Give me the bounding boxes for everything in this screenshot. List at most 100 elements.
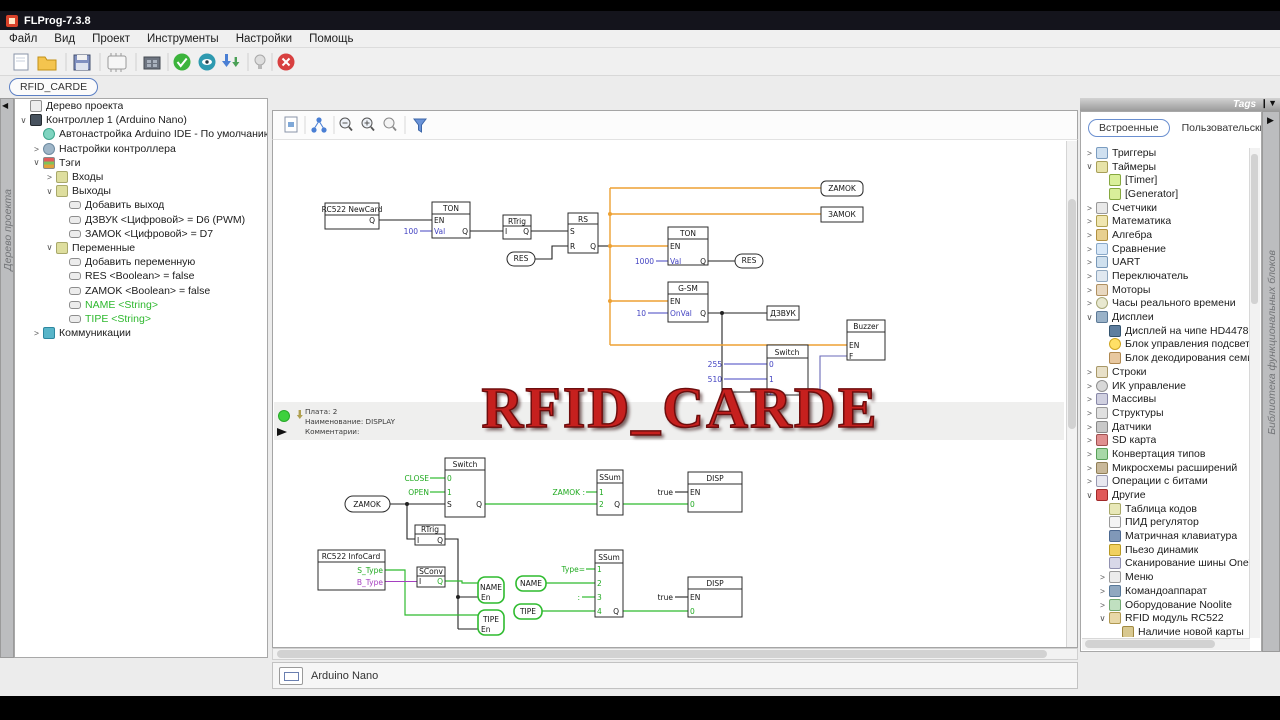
library-item[interactable]: [Generator] [1081,187,1249,201]
label-tipe-var[interactable]: TIPE [513,603,543,620]
library-item[interactable]: ПИД регулятор [1081,516,1249,530]
tree-item[interactable]: ∨ Переменные [15,241,267,255]
tags-filter-icon[interactable]: ❙▼ [1260,98,1277,108]
tree-item[interactable]: RES <Boolean> = false [15,269,267,283]
save-project-icon[interactable] [73,54,91,70]
library-horizontal-scrollbar[interactable] [1082,638,1250,650]
library-item[interactable]: > UART [1081,256,1249,270]
new-project-icon[interactable] [13,53,29,70]
canvas-horizontal-scrollbar[interactable] [272,648,1078,660]
expand-arrow-icon[interactable]: ∨ [1086,311,1093,322]
expand-arrow-icon[interactable]: > [1087,257,1092,268]
scroll-thumb[interactable] [1068,199,1076,429]
help-lamp-icon[interactable] [254,54,266,69]
block-ssum-2[interactable]: SSum 1 2 3 4 Q [594,549,624,618]
expand-arrow-icon[interactable]: ∨ [1099,612,1106,623]
filter-icon[interactable] [413,118,427,133]
expand-arrow-icon[interactable]: > [1087,271,1092,282]
library-item[interactable]: Наличие новой карты [1081,625,1249,637]
tree-item[interactable]: > Входы [15,170,267,184]
block-switch-2[interactable]: Switch 0 1 S Q [444,457,486,518]
expand-arrow-icon[interactable]: ∨ [1086,161,1093,172]
diagram-canvas[interactable] [272,110,1078,648]
expand-arrow-icon[interactable]: > [1087,147,1092,158]
library-item[interactable]: > Структуры [1081,406,1249,420]
library-item[interactable]: Дисплей на чипе HD44780 [1081,324,1249,338]
library-item[interactable]: Матричная клавиатура [1081,529,1249,543]
tree-item[interactable]: Добавить переменную [15,255,267,269]
menu-item[interactable]: Проект [92,32,130,45]
label-zamok-out-1[interactable]: ZAMOK [820,180,864,197]
expand-arrow-icon[interactable]: > [1087,435,1092,446]
expand-arrow-icon[interactable]: > [1087,462,1092,473]
board-select-icon[interactable] [279,666,303,685]
library-item[interactable]: ∨ Таймеры [1081,160,1249,174]
library-item[interactable]: > SD карта [1081,433,1249,447]
tree-item[interactable]: ∨ Выходы [15,184,267,198]
expand-arrow-icon[interactable]: ∨ [46,242,53,253]
collapse-left-icon[interactable]: ◀ [2,101,9,110]
library-item[interactable]: > Счетчики [1081,201,1249,215]
project-tab[interactable]: RFID_CARDE [9,78,99,96]
expand-arrow-icon[interactable]: > [1087,380,1092,391]
label-dzvuk-out[interactable]: ДЗВУК [766,305,800,321]
expand-arrow-icon[interactable]: > [1100,585,1105,596]
view-sketch-icon[interactable] [198,53,216,70]
library-item[interactable]: > Сравнение [1081,242,1249,256]
expand-arrow-icon[interactable]: > [1087,448,1092,459]
library-item[interactable]: > Конвертация типов [1081,447,1249,461]
expand-arrow-icon[interactable]: > [1100,572,1105,583]
expand-arrow-icon[interactable]: ∨ [20,114,27,125]
library-item[interactable]: Блок декодирования семисегме [1081,351,1249,365]
exit-icon[interactable] [277,53,295,70]
expand-arrow-icon[interactable]: > [1087,229,1092,240]
expand-arrow-icon[interactable]: > [1087,476,1092,487]
expand-arrow-icon[interactable]: ∨ [33,157,40,168]
library-item[interactable]: > Операции с битами [1081,475,1249,489]
tree-item[interactable]: > Коммуникации [15,326,267,340]
expand-arrow-icon[interactable]: > [1087,243,1092,254]
library-item[interactable]: > Микросхемы расширений [1081,461,1249,475]
library-item[interactable]: Пьезо динамик [1081,543,1249,557]
collapse-right-icon[interactable]: ▶ [1267,115,1274,125]
tree-item[interactable]: Добавить выход [15,198,267,212]
block-ssum-1[interactable]: SSum 1 2 Q [596,469,624,516]
export-scheme-icon[interactable] [284,116,298,133]
block-rs[interactable]: RS S R Q [567,212,599,254]
menu-item[interactable]: Настройки [235,32,293,45]
function-block-diagram[interactable]: Плата: 2 Наименование: DISPLAY Комментар… [272,140,1066,648]
tree-item[interactable]: ДЗВУК <Цифровой> = D6 (PWM) [15,213,267,227]
expand-arrow-icon[interactable]: > [1087,421,1092,432]
block-rc522-infocard[interactable]: RC522 InfoCard S_Type B_Type [317,549,386,591]
block-gsm[interactable]: G-SM EN OnVal Q [667,281,709,323]
library-item[interactable]: ∨ RFID модуль RC522 [1081,611,1249,625]
tree-item[interactable]: ∨ Тэги [15,156,267,170]
block-write-name[interactable]: NAME En [477,576,505,604]
library-item[interactable]: > ИК управление [1081,379,1249,393]
expand-arrow-icon[interactable]: > [1087,366,1092,377]
label-zamok-out-2[interactable]: ЗАМОК [820,206,864,223]
library-item[interactable]: Таблица кодов [1081,502,1249,516]
library-item[interactable]: > Триггеры [1081,146,1249,160]
canvas-vertical-scrollbar[interactable] [1066,141,1077,647]
library-item[interactable]: > Оборудование Noolite [1081,598,1249,612]
zoom-out-icon[interactable] [339,117,353,132]
library-item[interactable]: ∨ Другие [1081,488,1249,502]
label-zamok-var[interactable]: ZAMOK [344,495,391,513]
scroll-thumb[interactable] [1251,154,1258,304]
block-switch-1[interactable]: Switch 0 1 2 Q [766,344,809,397]
tree-item[interactable]: TIPE <String> [15,312,267,326]
block-rtrig-2[interactable]: RTrig I Q [414,524,446,546]
scroll-thumb[interactable] [277,650,1047,658]
library-item[interactable]: [Timer] [1081,173,1249,187]
tree-item[interactable]: ∨ Контроллер 1 (Arduino Nano) [15,113,267,127]
label-name-var[interactable]: NAME [515,575,547,592]
tree-item[interactable]: ЗАМОК <Цифровой> = D7 [15,227,267,241]
tree-item[interactable]: Автонастройка Arduino IDE - По умолчанию [15,127,267,141]
library-item[interactable]: > Командоаппарат [1081,584,1249,598]
library-item[interactable]: > Алгебра [1081,228,1249,242]
block-ton-2[interactable]: TON EN Val Q [667,226,709,266]
menu-item[interactable]: Вид [54,32,76,45]
expand-arrow-icon[interactable]: ∨ [46,185,53,196]
menu-item[interactable]: Инструменты [146,32,219,45]
